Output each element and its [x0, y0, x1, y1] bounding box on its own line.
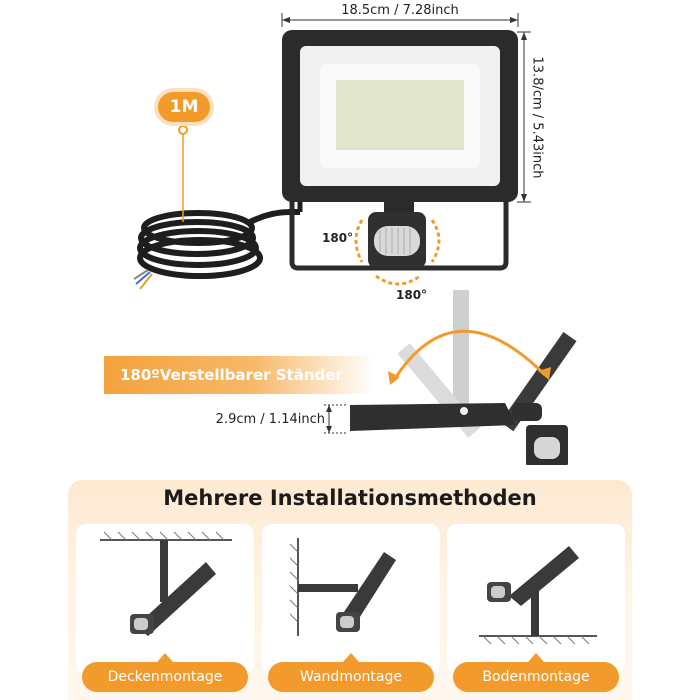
- installation-title: Mehrere Installationsmethoden: [163, 486, 537, 510]
- label-pointer-wall: [343, 653, 359, 662]
- height-dimension: 13.8/cm / 5.43inch: [529, 56, 545, 179]
- rotation-label-vertical: 180°: [396, 288, 428, 302]
- install-label-wall: Wandmontage: [268, 662, 434, 692]
- width-dimension: 18.5cm / 7.28inch: [341, 3, 459, 18]
- install-label-ceiling: Deckenmontage: [82, 662, 248, 692]
- rotation-label-horizontal: 180°: [322, 231, 354, 245]
- install-card-wall: [262, 524, 440, 674]
- wall-mount-illustration: [289, 538, 396, 636]
- install-card-ceiling: [76, 524, 254, 674]
- stand-banner: 180ºVerstellbarer Ständer: [104, 356, 374, 394]
- product-illustration: [133, 13, 531, 290]
- label-pointer-ground: [528, 653, 544, 662]
- cable-length-badge: 1M: [158, 92, 210, 122]
- label-pointer-ceiling: [157, 653, 173, 662]
- ground-mount-illustration: [479, 546, 597, 645]
- ceiling-mount-illustration: [100, 531, 232, 636]
- stand-illustration: [324, 290, 577, 465]
- install-card-ground: [447, 524, 625, 674]
- depth-dimension: 2.9cm / 1.14inch: [215, 412, 325, 427]
- install-label-ground: Bodenmontage: [453, 662, 619, 692]
